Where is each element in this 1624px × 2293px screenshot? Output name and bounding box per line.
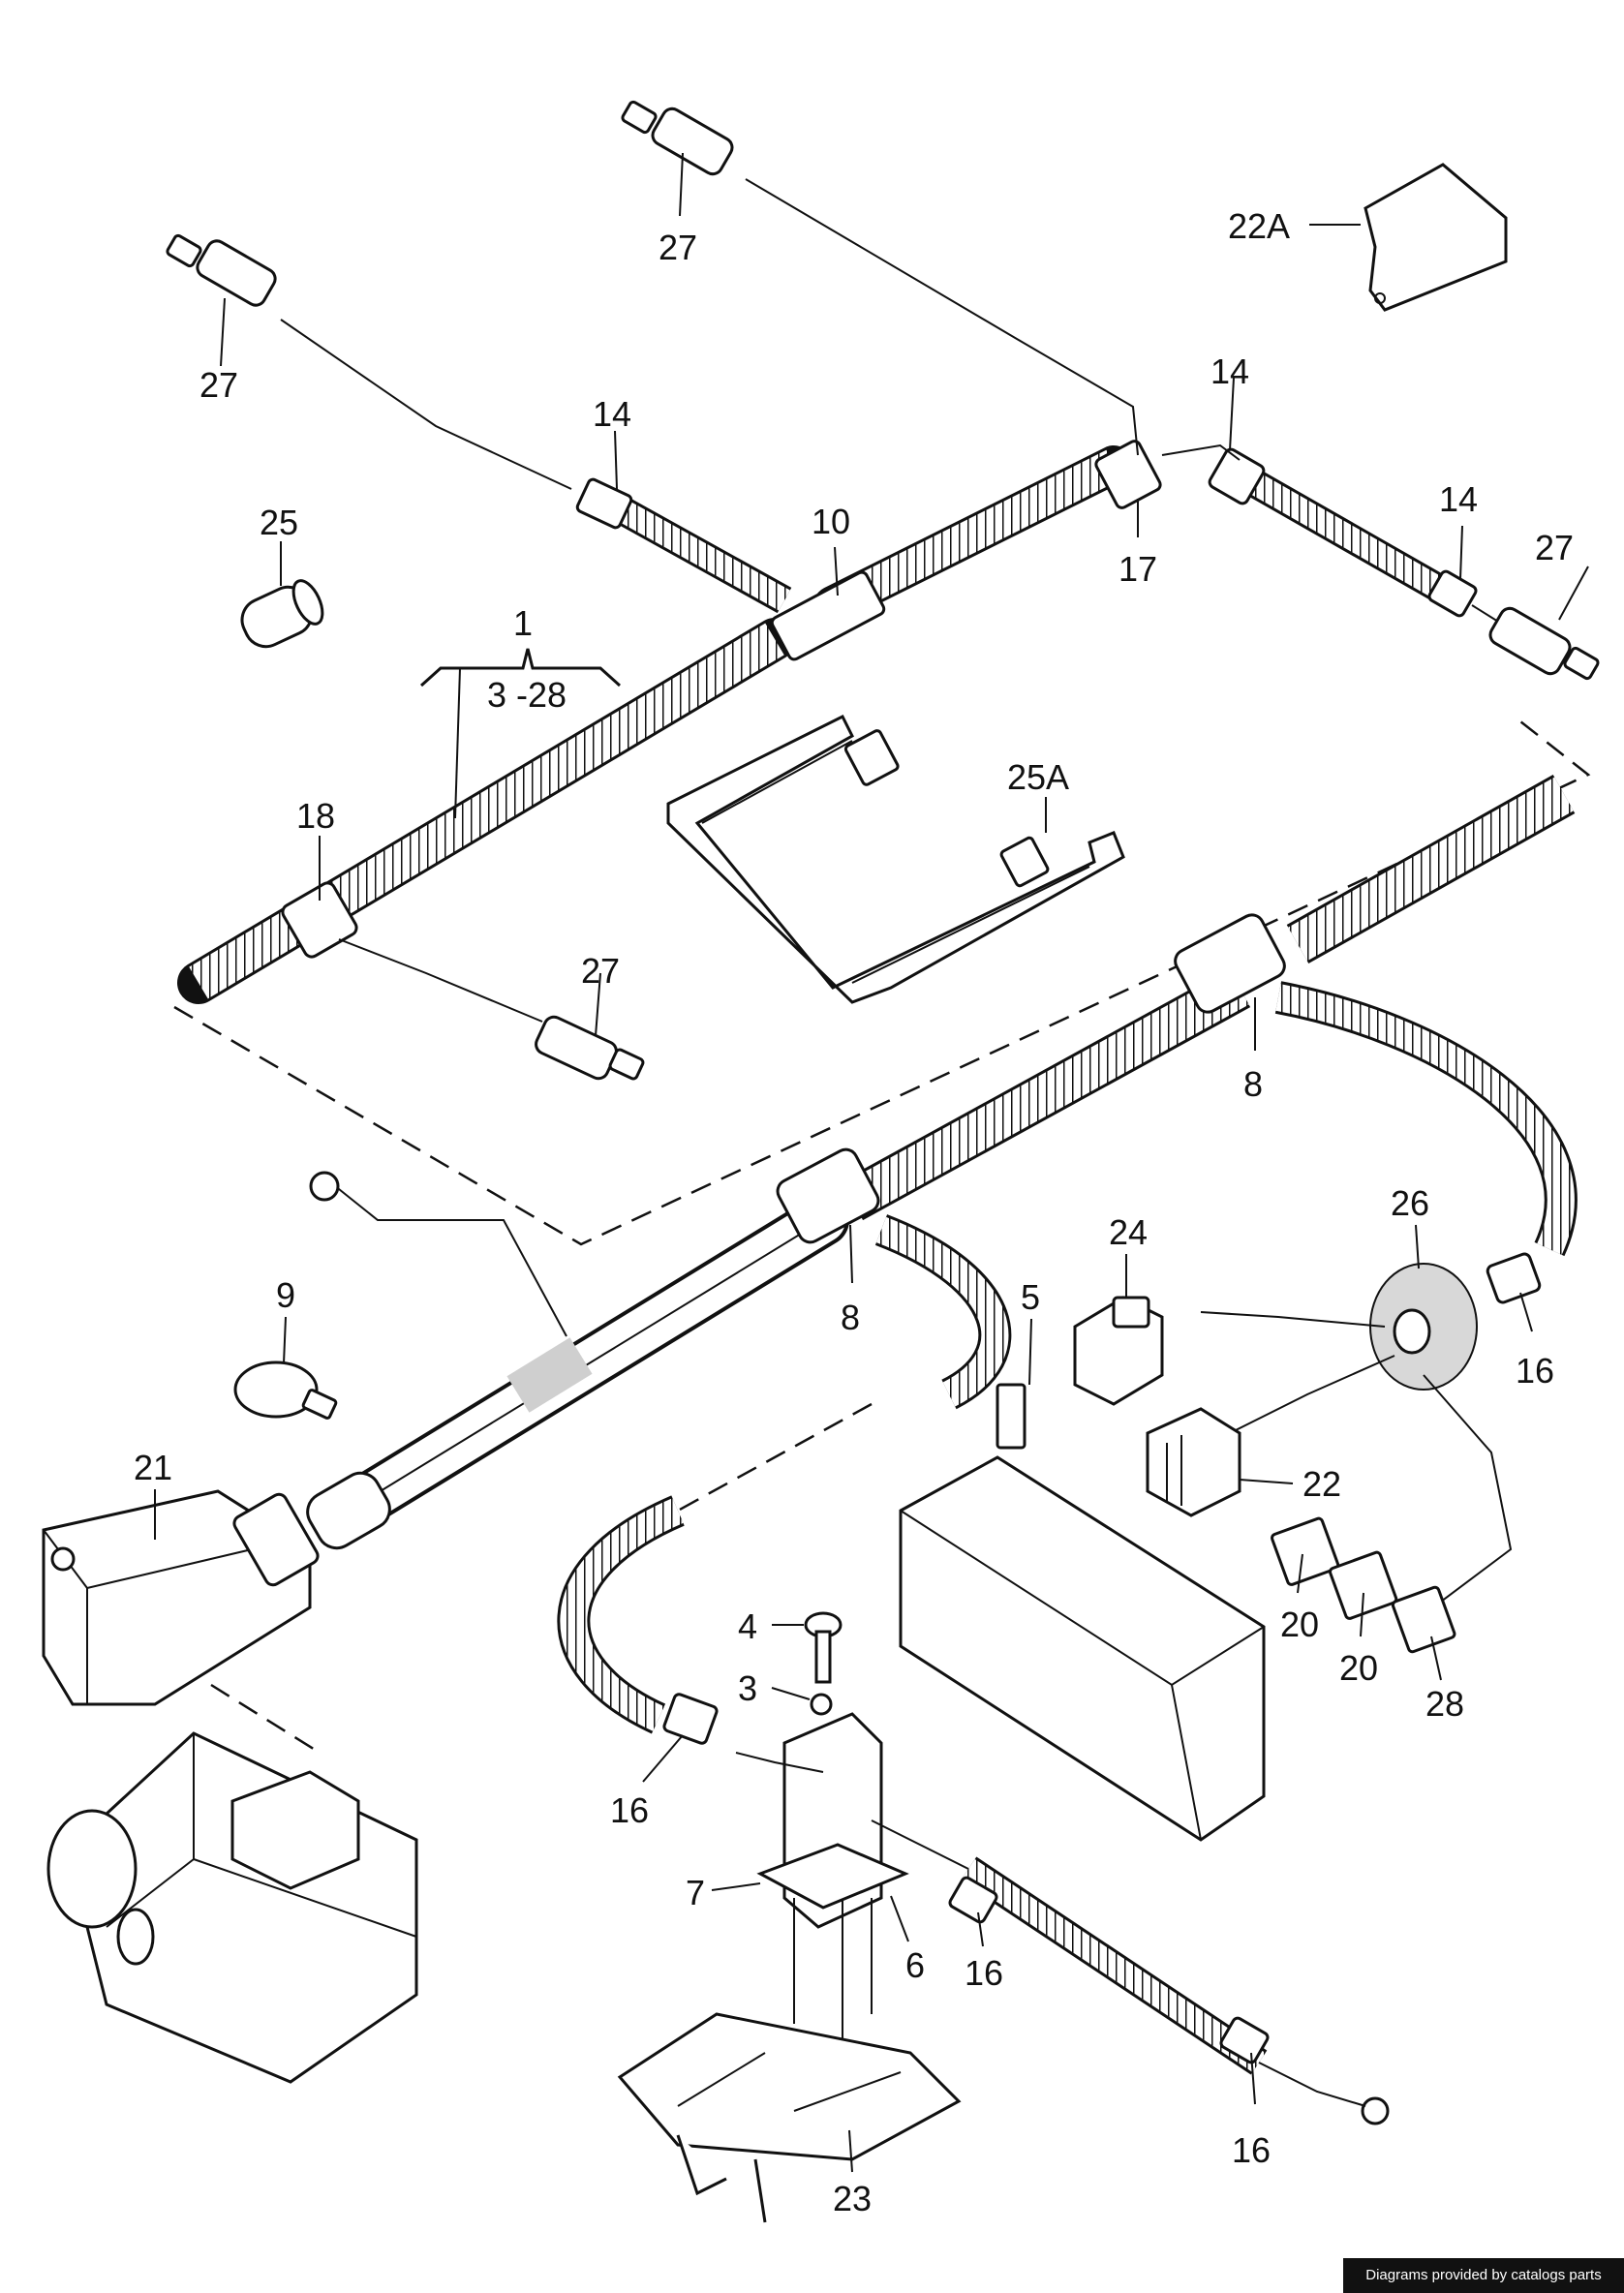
ground-eyelet: [309, 1171, 340, 1202]
callout-8-upper: 8: [1243, 1064, 1263, 1104]
wire-to-bulb-27d: [338, 938, 543, 1023]
fuse-5: [996, 1383, 1026, 1450]
clip-14-left: [575, 477, 633, 530]
callout-3: 3: [738, 1668, 757, 1708]
callout-23: 23: [833, 2179, 872, 2218]
callout-27-right: 27: [1535, 528, 1574, 567]
lower-harness: [42, 774, 1578, 2223]
callout-22: 22: [1302, 1464, 1341, 1504]
connector-24: [1073, 1296, 1164, 1406]
relay-20-right: [1329, 1550, 1398, 1620]
callout-16-right: 16: [1516, 1351, 1554, 1391]
plate-7: [756, 1843, 909, 1910]
callout-1-range: 3 -28: [487, 675, 567, 715]
leader-lines: [154, 152, 1589, 2173]
callout-9: 9: [276, 1275, 295, 1315]
clip-18: [281, 881, 358, 959]
callout-27-lower: 27: [581, 951, 620, 991]
callout-22a: 22A: [1228, 206, 1290, 246]
wire-to-24: [1200, 1311, 1386, 1328]
callout-27-top-left: 27: [199, 365, 238, 405]
upper-harness: [166, 100, 1600, 1246]
callout-5: 5: [1021, 1277, 1040, 1317]
callout-14-left: 14: [593, 394, 631, 434]
ground-lead: [328, 1180, 567, 1337]
callout-labels: 22A 27 27 27 27 14 14 14 10 17 25 1 3 -2…: [134, 206, 1574, 2218]
upper-assembly-boundary: [173, 720, 1591, 1246]
bulb-holder-27-top-left: [166, 233, 277, 307]
callout-26: 26: [1391, 1183, 1429, 1223]
clip-16-right: [1486, 1252, 1542, 1304]
callout-14-right: 14: [1439, 479, 1478, 519]
plug-25: [240, 579, 324, 649]
callout-14-mid: 14: [1210, 352, 1249, 391]
callout-17: 17: [1118, 549, 1157, 589]
wire-to-bulb-27a: [280, 319, 572, 490]
callout-18: 18: [296, 796, 335, 836]
callout-4: 4: [738, 1606, 757, 1646]
washer-3: [810, 1693, 833, 1716]
callout-20-right: 20: [1339, 1648, 1378, 1688]
callout-8-lower: 8: [841, 1298, 860, 1337]
callout-28: 28: [1425, 1684, 1464, 1724]
junction-10: [770, 570, 886, 661]
range-bracket-1: [419, 648, 622, 688]
clip-16-left: [662, 1693, 719, 1745]
clip-14-far-right: [1427, 569, 1478, 618]
clip-16-mid: [948, 1876, 998, 1924]
bulb-holder-27-top: [621, 100, 734, 176]
diagram-credit: Diagrams provided by catalogs parts: [1343, 2258, 1624, 2293]
hose-clamp-9: [233, 1361, 319, 1419]
relay-28: [1391, 1585, 1456, 1654]
ring-terminal-lower-right: [1361, 2096, 1390, 2125]
connector-21: [42, 1471, 391, 1706]
bulb-holder-27-lower: [535, 1015, 645, 1081]
battery-mount-23: [617, 2012, 962, 2223]
wire-to-bulb-27c: [1161, 443, 1241, 461]
frame-25a: [666, 714, 1125, 1004]
bracket-22a: [1364, 163, 1508, 312]
junction-8-upper: [1174, 913, 1286, 1014]
wire-to-22: [1229, 1355, 1395, 1434]
callout-25a: 25A: [1007, 757, 1069, 797]
callout-16-left: 16: [610, 1790, 649, 1830]
clip-17: [1094, 440, 1162, 509]
callout-7: 7: [686, 1873, 705, 1912]
clip-16-low: [1219, 2016, 1270, 2064]
callout-27-top: 27: [659, 228, 697, 267]
callout-25: 25: [260, 503, 298, 542]
wire-to-20-28: [1423, 1374, 1513, 1608]
callout-21: 21: [134, 1448, 172, 1487]
relay-20-left: [1271, 1516, 1340, 1586]
connector-22: [1146, 1407, 1241, 1517]
junction-8-lower: [776, 1147, 880, 1244]
callout-16-low: 16: [1232, 2130, 1271, 2170]
grommet-26: [1369, 1263, 1478, 1391]
bulb-holder-27-right: [1488, 606, 1600, 681]
callout-1: 1: [513, 603, 533, 643]
bolt-4: [804, 1611, 843, 1684]
battery: [46, 1731, 418, 2084]
callout-16-mid: 16: [965, 1953, 1003, 1993]
wire-to-bulb-27b: [745, 178, 1139, 456]
callout-10: 10: [812, 502, 850, 541]
battery-box: [899, 1455, 1266, 1842]
callout-20-left: 20: [1280, 1605, 1319, 1644]
clip-14-right: [1208, 447, 1266, 505]
callout-24: 24: [1109, 1212, 1148, 1252]
callout-6: 6: [905, 1945, 925, 1985]
